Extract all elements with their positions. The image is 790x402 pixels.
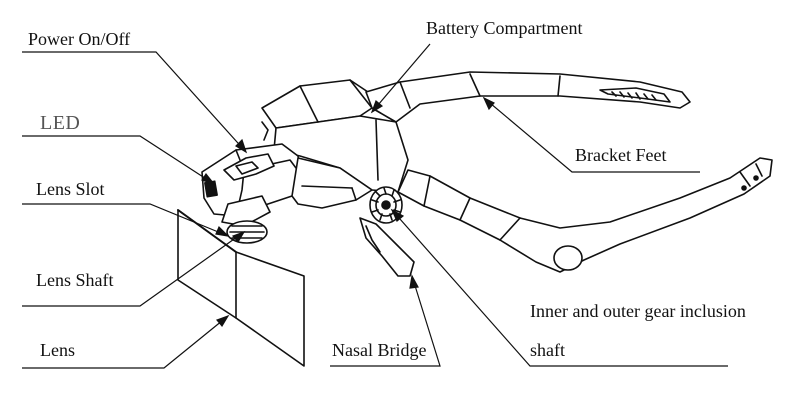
label-gear-inclusion-line2: shaft — [530, 340, 565, 360]
upper-temple-arm — [365, 71, 691, 123]
label-power-on-off: Power On/Off — [28, 29, 131, 49]
battery-compartment-shape — [261, 79, 409, 193]
arrow-gear — [390, 208, 405, 222]
arrow-battery — [370, 99, 384, 114]
label-gear-inclusion-line1: Inner and outer gear inclusion — [530, 301, 746, 321]
label-lens: Lens — [40, 340, 75, 360]
label-nasal-bridge: Nasal Bridge — [332, 340, 427, 360]
leader-nasal-bridge — [330, 275, 441, 367]
leader-lens — [22, 315, 229, 369]
leader-battery — [371, 43, 431, 113]
label-lens-shaft: Lens Shaft — [36, 270, 114, 290]
leader-lens-slot — [22, 203, 229, 237]
nasal-bridge-shape — [359, 217, 415, 277]
label-led: LED — [40, 112, 81, 134]
label-battery-compartment: Battery Compartment — [426, 18, 583, 38]
arrow-lens-shaft — [231, 230, 246, 244]
leader-lens-shaft — [22, 231, 245, 307]
arrow-nasal-bridge — [409, 274, 419, 289]
leader-led — [22, 135, 215, 185]
lower-temple-arm — [397, 157, 773, 273]
arrow-led — [201, 172, 216, 186]
label-lens-slot: Lens Slot — [36, 179, 105, 199]
arrow-bracket-feet — [482, 96, 495, 111]
leader-bracket-feet — [483, 97, 700, 173]
label-bracket-feet: Bracket Feet — [575, 145, 667, 165]
light-housing-shape — [201, 143, 303, 244]
arrow-lens — [215, 314, 230, 328]
leader-gear — [391, 209, 728, 367]
leader-power — [22, 51, 247, 153]
lower-body-shape — [291, 157, 373, 209]
arrow-power — [235, 138, 248, 154]
arrow-lens-slot — [215, 225, 230, 237]
